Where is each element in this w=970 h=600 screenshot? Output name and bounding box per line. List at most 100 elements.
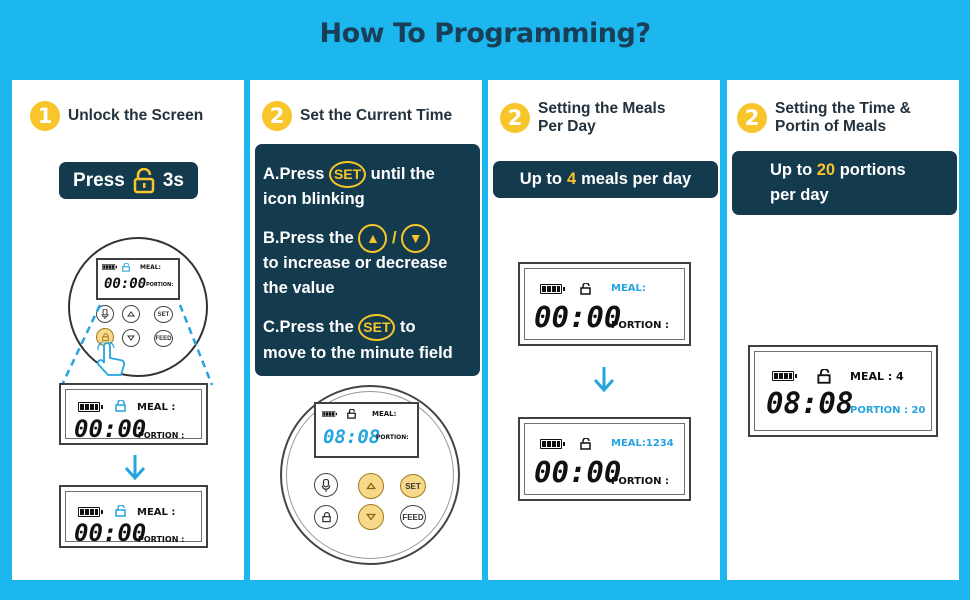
arrow-down-icon xyxy=(593,367,615,393)
lock-icon xyxy=(115,400,126,412)
lcd-after: MEAL:1234 00:00 PORTION : xyxy=(518,417,691,501)
meal-label: MEAL: xyxy=(140,264,161,271)
up-key-badge: ▲ xyxy=(358,224,388,253)
step-number: 2 xyxy=(737,103,767,133)
meals-prefix: Up to xyxy=(519,170,562,188)
panel-time-portion: 2 Setting the Time & Portin of Meals Up … xyxy=(727,80,959,580)
meal-label: MEAL: xyxy=(611,283,646,294)
set-button[interactable]: SET xyxy=(400,474,426,498)
set-button[interactable]: SET xyxy=(154,306,173,323)
feed-button[interactable]: FEED xyxy=(400,505,426,529)
up-button[interactable] xyxy=(358,473,384,499)
meals-info-box: Up to 4 meals per day xyxy=(493,161,718,198)
up-button[interactable] xyxy=(122,305,140,323)
time-display: 00:00 xyxy=(534,300,622,334)
portion-label: PORTION : xyxy=(611,476,669,487)
hand-pointer-icon xyxy=(96,342,125,376)
time-display: 00:00 xyxy=(534,455,622,489)
lock-button[interactable] xyxy=(314,505,338,529)
battery-icon xyxy=(78,507,103,517)
panel-title-line1: Setting the Meals xyxy=(538,100,666,117)
portion-label: PORTION : xyxy=(138,431,185,440)
portion-label: PORTION : xyxy=(138,535,185,544)
panel-header: 2 Set the Current Time xyxy=(262,101,452,131)
press-word: Press xyxy=(73,169,125,191)
up-arrow-icon xyxy=(127,311,135,317)
step-b-line3: the value xyxy=(263,279,335,297)
unlock-icon xyxy=(122,263,130,272)
step-c-prefix: C.Press the xyxy=(263,317,354,336)
lock-icon xyxy=(321,511,331,522)
set-key-badge: SET xyxy=(329,161,367,188)
portions-suffix: portions xyxy=(839,161,906,179)
portions-prefix: Up to xyxy=(770,161,813,179)
step-a-line2: icon blinking xyxy=(263,190,365,208)
panel-header: 1 Unlock the Screen xyxy=(30,101,203,131)
mic-button[interactable] xyxy=(314,473,338,497)
panel-title: Unlock the Screen xyxy=(68,107,204,124)
portion-label: PORTION : 20 xyxy=(850,405,926,416)
microphone-icon xyxy=(321,478,331,492)
portions-count: 20 xyxy=(816,161,836,179)
portion-label: PORTION: xyxy=(376,434,409,441)
press-time: 3s xyxy=(162,169,184,191)
meal-label: MEAL : 4 xyxy=(850,370,904,383)
time-display: 00:00 xyxy=(74,415,147,443)
step-b-prefix: B.Press the xyxy=(263,228,354,247)
mic-button[interactable] xyxy=(96,305,114,323)
lock-icon xyxy=(133,167,155,193)
press-box: Press 3s xyxy=(59,162,198,199)
unlock-icon xyxy=(580,283,591,295)
unlock-icon xyxy=(347,409,356,419)
time-display: 00:00 xyxy=(74,519,147,547)
battery-icon xyxy=(540,284,565,294)
meals-count: 4 xyxy=(566,170,577,188)
meal-label: MEAL : xyxy=(137,402,176,413)
device-lcd: MEAL: 00:00 PORTION: xyxy=(96,258,180,300)
panel-title-line1: Setting the Time & xyxy=(775,100,911,117)
down-button[interactable] xyxy=(358,504,384,530)
step-c-line2: move to the minute field xyxy=(263,344,453,362)
portions-info-box: Up to 20 portions per day xyxy=(732,151,957,215)
arrow-down-icon xyxy=(124,455,146,481)
battery-icon xyxy=(78,402,103,412)
panel-title-line2: Per Day xyxy=(538,118,596,135)
panel-set-time: 2 Set the Current Time A.Press SET until… xyxy=(250,80,482,580)
microphone-icon xyxy=(101,309,109,319)
step-b-line2: to increase or decrease xyxy=(263,254,448,272)
panel-header: 2 Setting the Meals Per Day xyxy=(500,100,665,136)
panel-unlock-screen: 1 Unlock the Screen Press 3s MEAL: 00:00… xyxy=(12,80,244,580)
time-display: 00:00 xyxy=(104,276,147,292)
meal-label: MEAL : xyxy=(137,507,176,518)
step-number: 2 xyxy=(500,103,530,133)
portion-label: PORTION : xyxy=(611,320,669,331)
lock-icon xyxy=(101,332,109,341)
meal-label: MEAL: xyxy=(372,410,397,418)
step-number: 1 xyxy=(30,101,60,131)
panel-title: Set the Current Time xyxy=(300,107,453,124)
battery-icon xyxy=(540,439,565,449)
down-arrow-icon xyxy=(366,513,376,521)
up-arrow-icon xyxy=(366,482,376,490)
time-display: 08:08 xyxy=(323,426,381,448)
lcd-final: MEAL : 4 08:08 PORTION : 20 xyxy=(748,345,938,437)
down-arrow-icon xyxy=(127,335,135,341)
lcd-unlocked: MEAL : 00:00 PORTION : xyxy=(59,485,208,548)
down-button[interactable] xyxy=(122,329,140,347)
portion-label: PORTION: xyxy=(146,282,174,288)
meal-label: MEAL:1234 xyxy=(611,438,674,449)
unlock-icon xyxy=(580,438,591,450)
battery-icon xyxy=(102,264,117,270)
page-title: How To Programming? xyxy=(319,18,651,49)
feed-button[interactable]: FEED xyxy=(154,330,173,347)
panel-meals-per-day: 2 Setting the Meals Per Day Up to 4 meal… xyxy=(488,80,720,580)
meals-suffix: meals per day xyxy=(581,170,692,188)
instructions-box: A.Press SET until the icon blinking B.Pr… xyxy=(255,144,480,376)
feeder-device-inner xyxy=(286,391,454,559)
step-a-suffix: until the xyxy=(370,164,435,183)
panel-title-line2: Portin of Meals xyxy=(775,118,887,135)
battery-icon xyxy=(772,371,797,381)
panel-header: 2 Setting the Time & Portin of Meals xyxy=(737,100,911,136)
step-a-prefix: A.Press xyxy=(263,164,325,183)
device-lcd: MEAL: 08:08 PORTION: xyxy=(314,402,419,458)
